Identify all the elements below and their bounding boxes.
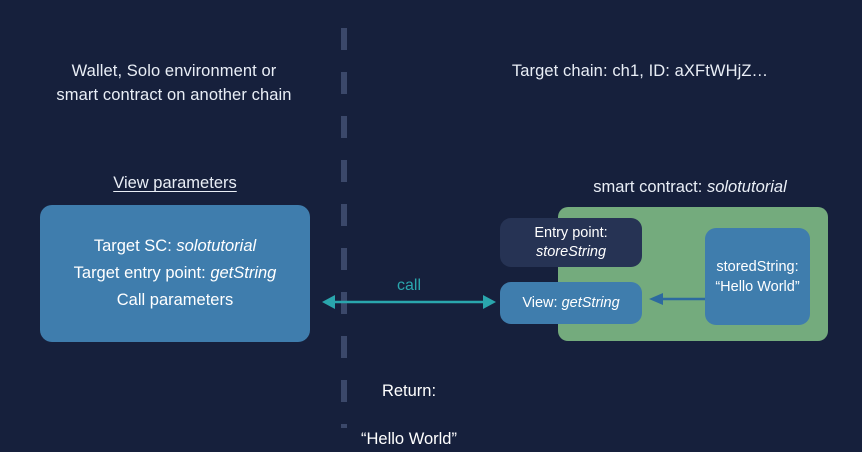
smart-contract-heading-label: smart contract: <box>593 178 703 196</box>
view-getstring-box: View: getString <box>500 282 642 324</box>
stored-string-label: storedString: <box>716 258 799 275</box>
view-box-label: View: <box>522 295 558 311</box>
entry-point-box: Entry point: storeString <box>500 218 642 267</box>
view-box-text: View: getString <box>522 295 619 311</box>
left-side-title: Wallet, Solo environment or smart contra… <box>24 59 324 107</box>
return-label: Return: “Hello World” <box>312 355 506 452</box>
entry-point-label: Entry point: <box>534 224 608 241</box>
target-sc-line: Target SC: solotutorial <box>94 234 256 259</box>
call-return-arrow <box>322 295 496 309</box>
target-entry-point-line: Target entry point: getString <box>74 261 277 286</box>
call-label: call <box>396 277 421 294</box>
view-parameters-heading: View parameters <box>113 174 237 192</box>
view-parameters-box: Target SC: solotutorial Target entry poi… <box>40 205 310 342</box>
target-sc-label: Target SC: <box>93 237 172 255</box>
return-label-line2: “Hello World” <box>361 430 457 448</box>
target-entry-point-label: Target entry point: <box>73 264 206 282</box>
target-entry-point-value: getString <box>210 264 277 282</box>
entry-point-value: storeString <box>535 243 607 260</box>
left-side-title-line2: smart contract on another chain <box>56 86 292 104</box>
chain-boundary-divider <box>341 28 347 428</box>
call-parameters-line: Call parameters <box>116 291 234 309</box>
stored-string-value: “Hello World” <box>715 278 800 295</box>
target-sc-value: solotutorial <box>176 237 257 255</box>
return-label-line1: Return: <box>381 382 437 400</box>
target-chain-title: Target chain: ch1, ID: aXFtWHjZ… <box>511 62 769 80</box>
stored-string-box: storedString: “Hello World” <box>705 228 810 325</box>
smart-contract-heading-value: solotutorial <box>706 178 787 196</box>
view-box-value: getString <box>561 295 620 311</box>
state-read-arrow <box>649 293 706 305</box>
left-side-title-line1: Wallet, Solo environment or <box>71 62 277 80</box>
smart-contract-heading: smart contract: solotutorial <box>520 178 860 197</box>
